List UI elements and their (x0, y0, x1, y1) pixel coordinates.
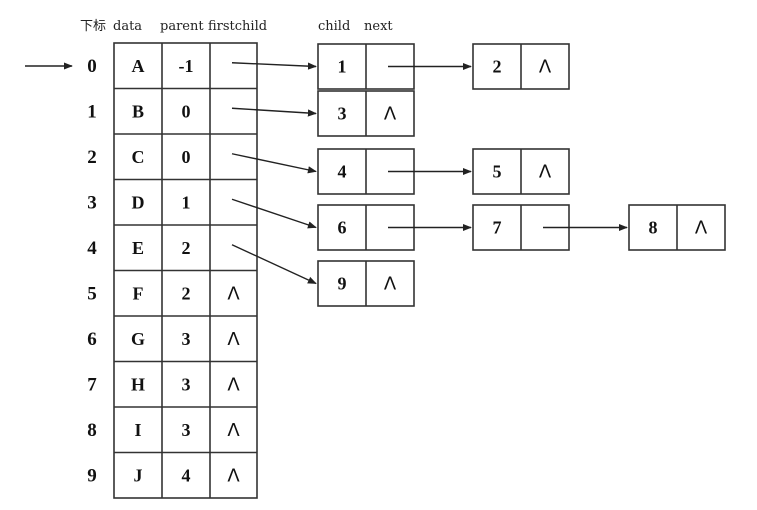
firstchild-pointer-arrow (231, 107, 317, 117)
pointer-arrows (231, 62, 628, 285)
firstchild-null-cell: Λ (227, 465, 240, 486)
child-value: 3 (338, 104, 347, 124)
table-row: 8 I 3 Λ (87, 420, 240, 441)
header-firstchild: firstchild (208, 19, 267, 34)
data-cell: J (134, 465, 143, 485)
row-index: 9 (87, 465, 97, 486)
row-index: 5 (87, 283, 97, 304)
header-child: child (318, 19, 350, 34)
firstchild-pointer-arrow (231, 153, 317, 174)
firstchild-pointer-arrow (231, 62, 317, 70)
child-value: 6 (338, 218, 347, 238)
parent-cell: 2 (182, 238, 191, 258)
parent-cell: 1 (182, 192, 191, 212)
child-value: 7 (493, 218, 502, 238)
row-index: 1 (87, 101, 97, 122)
firstchild-null-cell: Λ (227, 374, 240, 395)
row-index: 0 (87, 56, 97, 77)
data-cell: E (132, 238, 144, 258)
parent-cell: -1 (179, 56, 194, 76)
parent-cell: 3 (182, 329, 191, 349)
parent-cell: 3 (182, 374, 191, 394)
table-row: 1 B 0 (87, 101, 190, 122)
next-null: Λ (384, 274, 397, 295)
data-cell: G (131, 329, 145, 349)
firstchild-null-cell: Λ (227, 420, 240, 441)
data-cell: A (132, 56, 145, 76)
row-index: 3 (87, 192, 97, 213)
next-null: Λ (539, 162, 552, 183)
data-cell: B (132, 101, 144, 121)
row-index: 2 (87, 147, 97, 168)
parent-cell: 4 (182, 465, 191, 485)
data-cell: C (132, 147, 145, 167)
child-node: 1 (317, 43, 415, 90)
header-parent: parent (160, 19, 204, 34)
table-row: 5 F 2 Λ (87, 283, 240, 304)
data-cell: D (132, 192, 145, 212)
table-row: 9 J 4 Λ (87, 465, 240, 486)
next-null: Λ (695, 218, 708, 239)
table-row: 7 H 3 Λ (87, 374, 240, 395)
firstchild-null-cell: Λ (227, 283, 240, 304)
parent-cell: 0 (182, 147, 191, 167)
row-index: 6 (87, 329, 97, 350)
table-row: 4 E 2 (87, 238, 190, 259)
row-index: 7 (87, 374, 97, 395)
table-row: 0 A -1 (87, 56, 193, 77)
parent-cell: 2 (182, 283, 191, 303)
firstchild-pointer-arrow (231, 198, 317, 229)
row-index: 8 (87, 420, 97, 441)
table-row: 3 D 1 (87, 192, 190, 213)
child-value: 1 (338, 57, 347, 77)
child-value: 9 (338, 274, 347, 294)
table-row: 6 G 3 Λ (87, 329, 240, 350)
data-cell: F (133, 283, 144, 303)
firstchild-null-cell: Λ (227, 329, 240, 350)
child-value: 2 (493, 57, 502, 77)
child-value: 4 (338, 162, 347, 182)
header-index: 下标 (80, 19, 106, 34)
child-value: 5 (493, 162, 502, 182)
next-null: Λ (384, 104, 397, 125)
parent-cell: 3 (182, 420, 191, 440)
row-index: 4 (87, 238, 97, 259)
data-cell: I (134, 420, 141, 440)
child-value: 8 (649, 218, 658, 238)
data-cell: H (131, 374, 145, 394)
header-next: next (364, 19, 393, 34)
firstchild-pointer-arrow (231, 244, 317, 285)
table-row: 2 C 0 (87, 147, 190, 168)
header-data: data (113, 19, 142, 34)
next-null: Λ (539, 57, 552, 78)
parent-cell: 0 (182, 101, 191, 121)
